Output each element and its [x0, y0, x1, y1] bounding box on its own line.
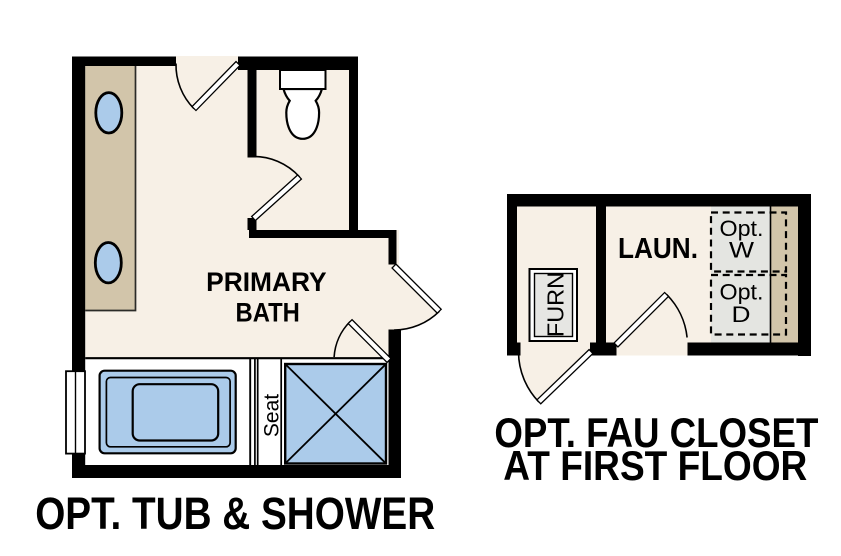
sink-icon [94, 91, 124, 135]
wc-wall-right [349, 56, 358, 231]
seat-label: Seat [260, 394, 283, 437]
bath-caption: OPT. TUB & SHOWER [35, 488, 435, 539]
bathtub-icon [98, 369, 237, 455]
bath-doors [175, 60, 443, 364]
door-swing-arc [517, 352, 540, 403]
washer-label-line1: Opt. [720, 216, 764, 241]
wc-wall-left-stub [247, 218, 257, 230]
shower-seat-partition [254, 358, 283, 465]
closet-caption-line2: AT FIRST FLOOR [503, 442, 807, 489]
tub-basin [131, 383, 220, 442]
bath-walls [72, 56, 401, 478]
bath-wall-right-lower [388, 329, 401, 478]
closet-wall-top [507, 194, 811, 207]
door-swing-arc [175, 63, 195, 110]
dryer-label-line1: Opt. [720, 280, 764, 305]
shower-icon [284, 362, 388, 465]
closet-wall-bottom-mid [590, 342, 617, 356]
door-swing-arc [666, 293, 688, 338]
door-swing-arc [393, 310, 440, 331]
wc-wall-left-upper [247, 66, 257, 158]
door-leaf [250, 174, 303, 222]
bath-wall-bottom [72, 465, 401, 478]
washer-label-line2: W [729, 238, 754, 263]
door-swing-arc [251, 155, 301, 178]
toilet-icon [279, 69, 327, 140]
door-leaf [191, 60, 241, 112]
vanity-counter-edge [85, 66, 137, 312]
door-leaf [347, 318, 392, 364]
primary-bath-plan: PRIMARY BATH Seat OPT. TUB & SHOWER [35, 56, 443, 539]
closet-wall-left [507, 194, 517, 355]
bath-wall-top-right [238, 56, 358, 70]
bath-floor [85, 66, 399, 359]
door-leaf [536, 348, 594, 405]
toilet-tank [279, 69, 327, 90]
closet-wall-bottom-right [687, 342, 811, 356]
furnace-box [528, 268, 578, 342]
dryer-box [709, 273, 788, 336]
closet-wall-bottom-left [507, 342, 521, 356]
door-leaf [391, 263, 443, 315]
closet-door-pocket [518, 351, 591, 402]
closet-wall-partition [596, 206, 606, 345]
closet-doors [517, 291, 688, 405]
door-leaf [613, 291, 670, 348]
bath-room-label-line1: PRIMARY [206, 266, 327, 297]
laundry-room-label: LAUN. [618, 233, 698, 265]
fau-closet-plan: LAUN. FURN Opt. W Opt. D OPT. FAU CLOSET… [494, 194, 818, 489]
closet-caption-line1: OPT. FAU CLOSET [494, 409, 818, 456]
window-icon [65, 370, 86, 455]
laundry-door-opening-floor [616, 342, 688, 356]
closet-walls [507, 194, 811, 356]
toilet-bowl [282, 87, 324, 140]
bath-wall-right-stub [388, 238, 397, 265]
washer-box [709, 211, 788, 273]
closet-wall-right [798, 194, 811, 356]
bath-wall-top-left [72, 56, 176, 66]
bath-top-door-opening-floor [176, 56, 238, 67]
tub-middle [105, 376, 231, 448]
shower-x-line [284, 363, 387, 465]
furnace-label: FURN [543, 272, 569, 337]
bath-wall-notch [249, 230, 397, 238]
bath-room-label-line2: BATH [236, 296, 300, 327]
dryer-label-line2: D [732, 302, 751, 327]
sink-icon [93, 241, 123, 285]
